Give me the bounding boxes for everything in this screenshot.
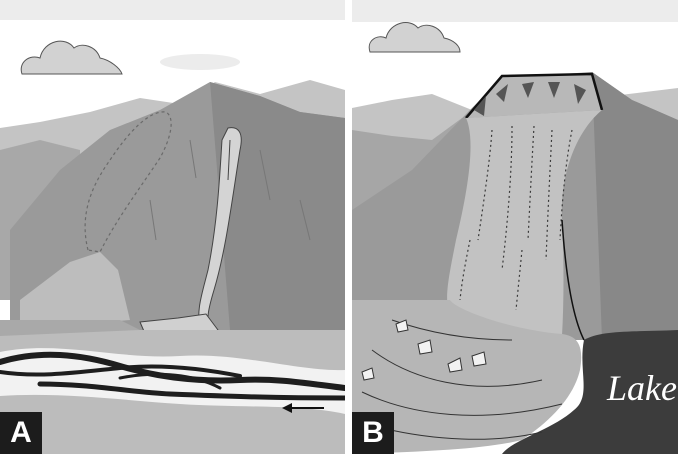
panel-b-label: B bbox=[352, 412, 394, 454]
panel-a-illustration bbox=[0, 0, 345, 454]
sky-haze bbox=[0, 0, 345, 20]
sky-haze bbox=[352, 0, 678, 22]
panel-divider bbox=[345, 0, 352, 454]
panel-a: A bbox=[0, 0, 345, 454]
panel-b-illustration: Lake bbox=[352, 0, 678, 454]
panel-b: Lake B bbox=[352, 0, 678, 454]
panel-a-label: A bbox=[0, 412, 42, 454]
lake-label: Lake bbox=[606, 368, 677, 408]
sky-haze-puff bbox=[160, 54, 240, 70]
